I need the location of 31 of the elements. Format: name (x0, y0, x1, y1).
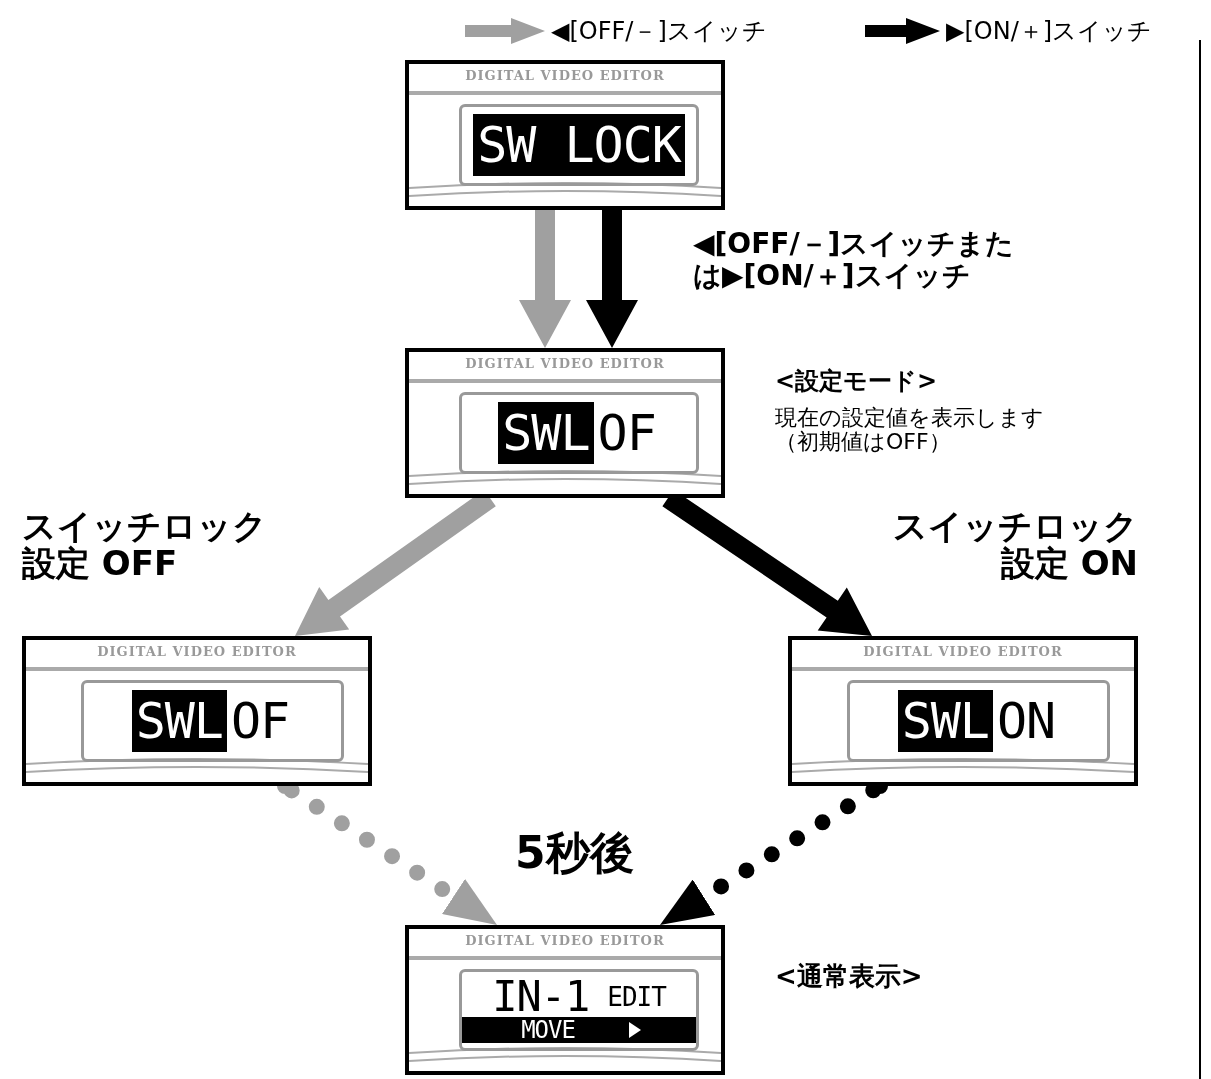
legend-text: ◀[OFF/－]スイッチ (551, 16, 767, 47)
lcd-screen (788, 636, 1138, 786)
annotation-text: 現在の設定値を表示します（初期値はOFF） (775, 406, 1045, 455)
device-label: DIGITAL VIDEO EDITOR (97, 644, 297, 659)
annotation-text: スイッチロック設定 OFF (22, 508, 268, 583)
annotation-text: <設定モード> (775, 368, 939, 395)
annotation-text: <通常表示> (775, 962, 924, 991)
device-label: DIGITAL VIDEO EDITOR (465, 68, 665, 83)
device-label: DIGITAL VIDEO EDITOR (465, 356, 665, 371)
lcd-text: OF (229, 691, 291, 752)
lcd-text: OF (596, 403, 657, 464)
legend-text: ▶[ON/＋]スイッチ (946, 16, 1153, 47)
annotation-text: スイッチロック設定 ON (892, 508, 1138, 583)
lcd-screen (405, 925, 725, 1075)
lcd-text: SW LOCK (473, 114, 685, 176)
instruction-text: ◀[OFF/－]スイッチまたは▶[ON/＋]スイッチ (693, 228, 1016, 293)
arrow (519, 210, 571, 348)
arrow (586, 210, 638, 348)
device-label: DIGITAL VIDEO EDITOR (465, 933, 665, 948)
lcd-text: IN-1 (491, 977, 591, 1017)
lcd-text: ON (995, 691, 1057, 752)
device-label: DIGITAL VIDEO EDITOR (863, 644, 1063, 659)
lcd-text: MOVE (520, 1017, 576, 1043)
lcd-screen (22, 636, 372, 786)
lcd-text: EDIT (606, 981, 668, 1013)
time-note: 5秒後 (515, 828, 635, 879)
lcd-text: SWL (131, 690, 227, 752)
lcd-text: SWL (897, 690, 993, 752)
lcd-text: SWL (498, 402, 594, 464)
lcd-screen (405, 60, 725, 210)
lcd-screen (405, 348, 725, 498)
